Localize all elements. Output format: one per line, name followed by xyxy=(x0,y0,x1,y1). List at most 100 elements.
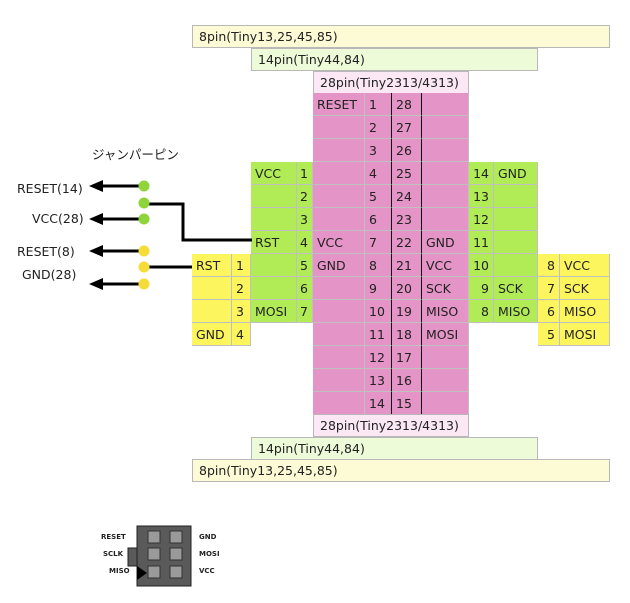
pin28-right-name xyxy=(422,162,469,185)
pin8-pin-number: 8 xyxy=(538,254,560,277)
pin14-pin-number: 11 xyxy=(469,231,494,254)
pin14-right-name xyxy=(494,254,538,277)
pin28-pin-number: 22 xyxy=(392,231,422,254)
pin28-left-name xyxy=(313,346,365,369)
pin14-pin-number: 9 xyxy=(469,277,494,300)
isp-pin xyxy=(169,565,183,579)
pin28-right-name xyxy=(422,346,469,369)
pin28-pin-number: 26 xyxy=(392,139,422,162)
pin14-right-name: MISO xyxy=(494,300,538,323)
isp-pin xyxy=(147,530,161,544)
pin14-right-name xyxy=(494,185,538,208)
pin8-top-label: 8pin(Tiny13,25,45,85) xyxy=(192,25,610,48)
pin28-right-name xyxy=(422,369,469,392)
pin28-left-name xyxy=(313,185,365,208)
pin28-right-name xyxy=(422,93,469,116)
pin28-left-name xyxy=(313,323,365,346)
pin14-pin-number: 6 xyxy=(297,277,313,300)
pin28-right-name: GND xyxy=(422,231,469,254)
jumper-label-reset14: RESET(14) xyxy=(17,181,83,196)
pin28-pin-number: 23 xyxy=(392,208,422,231)
pin14-pin-number: 5 xyxy=(297,254,313,277)
jumper-title: ジャンパーピン xyxy=(92,147,179,162)
pin28-pin-number: 12 xyxy=(365,346,392,369)
pin28-left-name xyxy=(313,300,365,323)
pin28-bottom-label: 28pin(Tiny2313/4313) xyxy=(313,414,469,437)
pin14-pin-number: 3 xyxy=(297,208,313,231)
pin8-pin-number: 2 xyxy=(232,277,251,300)
pin8-left-name: GND xyxy=(192,323,232,346)
pin8-bottom-label: 8pin(Tiny13,25,45,85) xyxy=(192,459,610,482)
pin14-pin-number: 8 xyxy=(469,300,494,323)
pin28-left-name xyxy=(313,139,365,162)
isp-label-gnd: GND xyxy=(199,533,217,541)
pin28-pin-number: 19 xyxy=(392,300,422,323)
pin28-right-name: SCK xyxy=(422,277,469,300)
pin28-right-name: MISO xyxy=(422,300,469,323)
pin28-pin-number: 4 xyxy=(365,162,392,185)
jumper-label-reset8: RESET(8) xyxy=(17,244,75,259)
pin8-pin-number: 3 xyxy=(232,300,251,323)
pin28-pin-number: 20 xyxy=(392,277,422,300)
pin28-left-name xyxy=(313,162,365,185)
pin14-top-label: 14pin(Tiny44,84) xyxy=(251,48,538,71)
jumper-pin-yellow xyxy=(138,245,150,257)
pin28-pin-number: 2 xyxy=(365,116,392,139)
jumper-pin-yellow xyxy=(138,261,150,273)
pin28-pin-number: 9 xyxy=(365,277,392,300)
pin14-pin-number: 12 xyxy=(469,208,494,231)
isp-body xyxy=(136,525,192,587)
pin28-top-label: 28pin(Tiny2313/4313) xyxy=(313,71,469,94)
pin14-left-name: RST xyxy=(251,231,297,254)
isp-label-mosi: MOSI xyxy=(199,550,220,558)
pin14-pin-number: 7 xyxy=(297,300,313,323)
isp-pin xyxy=(169,547,183,561)
pin28-pin-number: 21 xyxy=(392,254,422,277)
isp-label-sclk: SCLK xyxy=(103,550,124,558)
pin28-right-name xyxy=(422,208,469,231)
pin8-pin-number: 1 xyxy=(232,254,251,277)
isp-pin xyxy=(147,565,161,579)
isp-label-miso: MISO xyxy=(109,567,130,575)
pin14-pin-number: 14 xyxy=(469,162,494,185)
pin8-pin-number: 4 xyxy=(232,323,251,346)
pin14-left-name xyxy=(251,208,297,231)
isp-label-vcc: VCC xyxy=(199,567,215,575)
pin8-left-name: RST xyxy=(192,254,232,277)
pin28-pin-number: 25 xyxy=(392,162,422,185)
jumper-pin-green xyxy=(138,180,150,192)
pin8-pin-number: 6 xyxy=(538,300,560,323)
pin14-right-name: GND xyxy=(494,162,538,185)
pin14-pin-number: 1 xyxy=(297,162,313,185)
arrow-left-icon xyxy=(89,245,103,257)
pin28-pin-number: 24 xyxy=(392,185,422,208)
pin14-pin-number: 4 xyxy=(297,231,313,254)
pin14-left-name xyxy=(251,254,297,277)
pin28-right-name: MOSI xyxy=(422,323,469,346)
pin28-left-name xyxy=(313,116,365,139)
jumper-label-vcc28: VCC(28) xyxy=(32,211,84,226)
jumper-label-gnd28: GND(28) xyxy=(22,267,77,282)
pin28-pin-number: 7 xyxy=(365,231,392,254)
pin28-pin-number: 8 xyxy=(365,254,392,277)
pin14-right-name xyxy=(494,231,538,254)
pin8-right-name: MISO xyxy=(560,300,610,323)
pin28-right-name xyxy=(422,139,469,162)
isp-pin xyxy=(169,530,183,544)
pin28-pin-number: 3 xyxy=(365,139,392,162)
pin28-right-name: VCC xyxy=(422,254,469,277)
pin14-left-name xyxy=(251,185,297,208)
pin14-left-name: VCC xyxy=(251,162,297,185)
pin28-left-name xyxy=(313,277,365,300)
pin28-pin-number: 10 xyxy=(365,300,392,323)
isp-label-reset: RESET xyxy=(101,533,126,541)
pin28-pin-number: 17 xyxy=(392,346,422,369)
jumper-pin-green xyxy=(138,213,150,225)
jumper-pin-yellow xyxy=(138,278,150,290)
pin8-right-name: SCK xyxy=(560,277,610,300)
pin28-pin-number: 5 xyxy=(365,185,392,208)
pin28-pin-number: 13 xyxy=(365,369,392,392)
pin14-left-name xyxy=(251,277,297,300)
pin28-pin-number: 27 xyxy=(392,116,422,139)
